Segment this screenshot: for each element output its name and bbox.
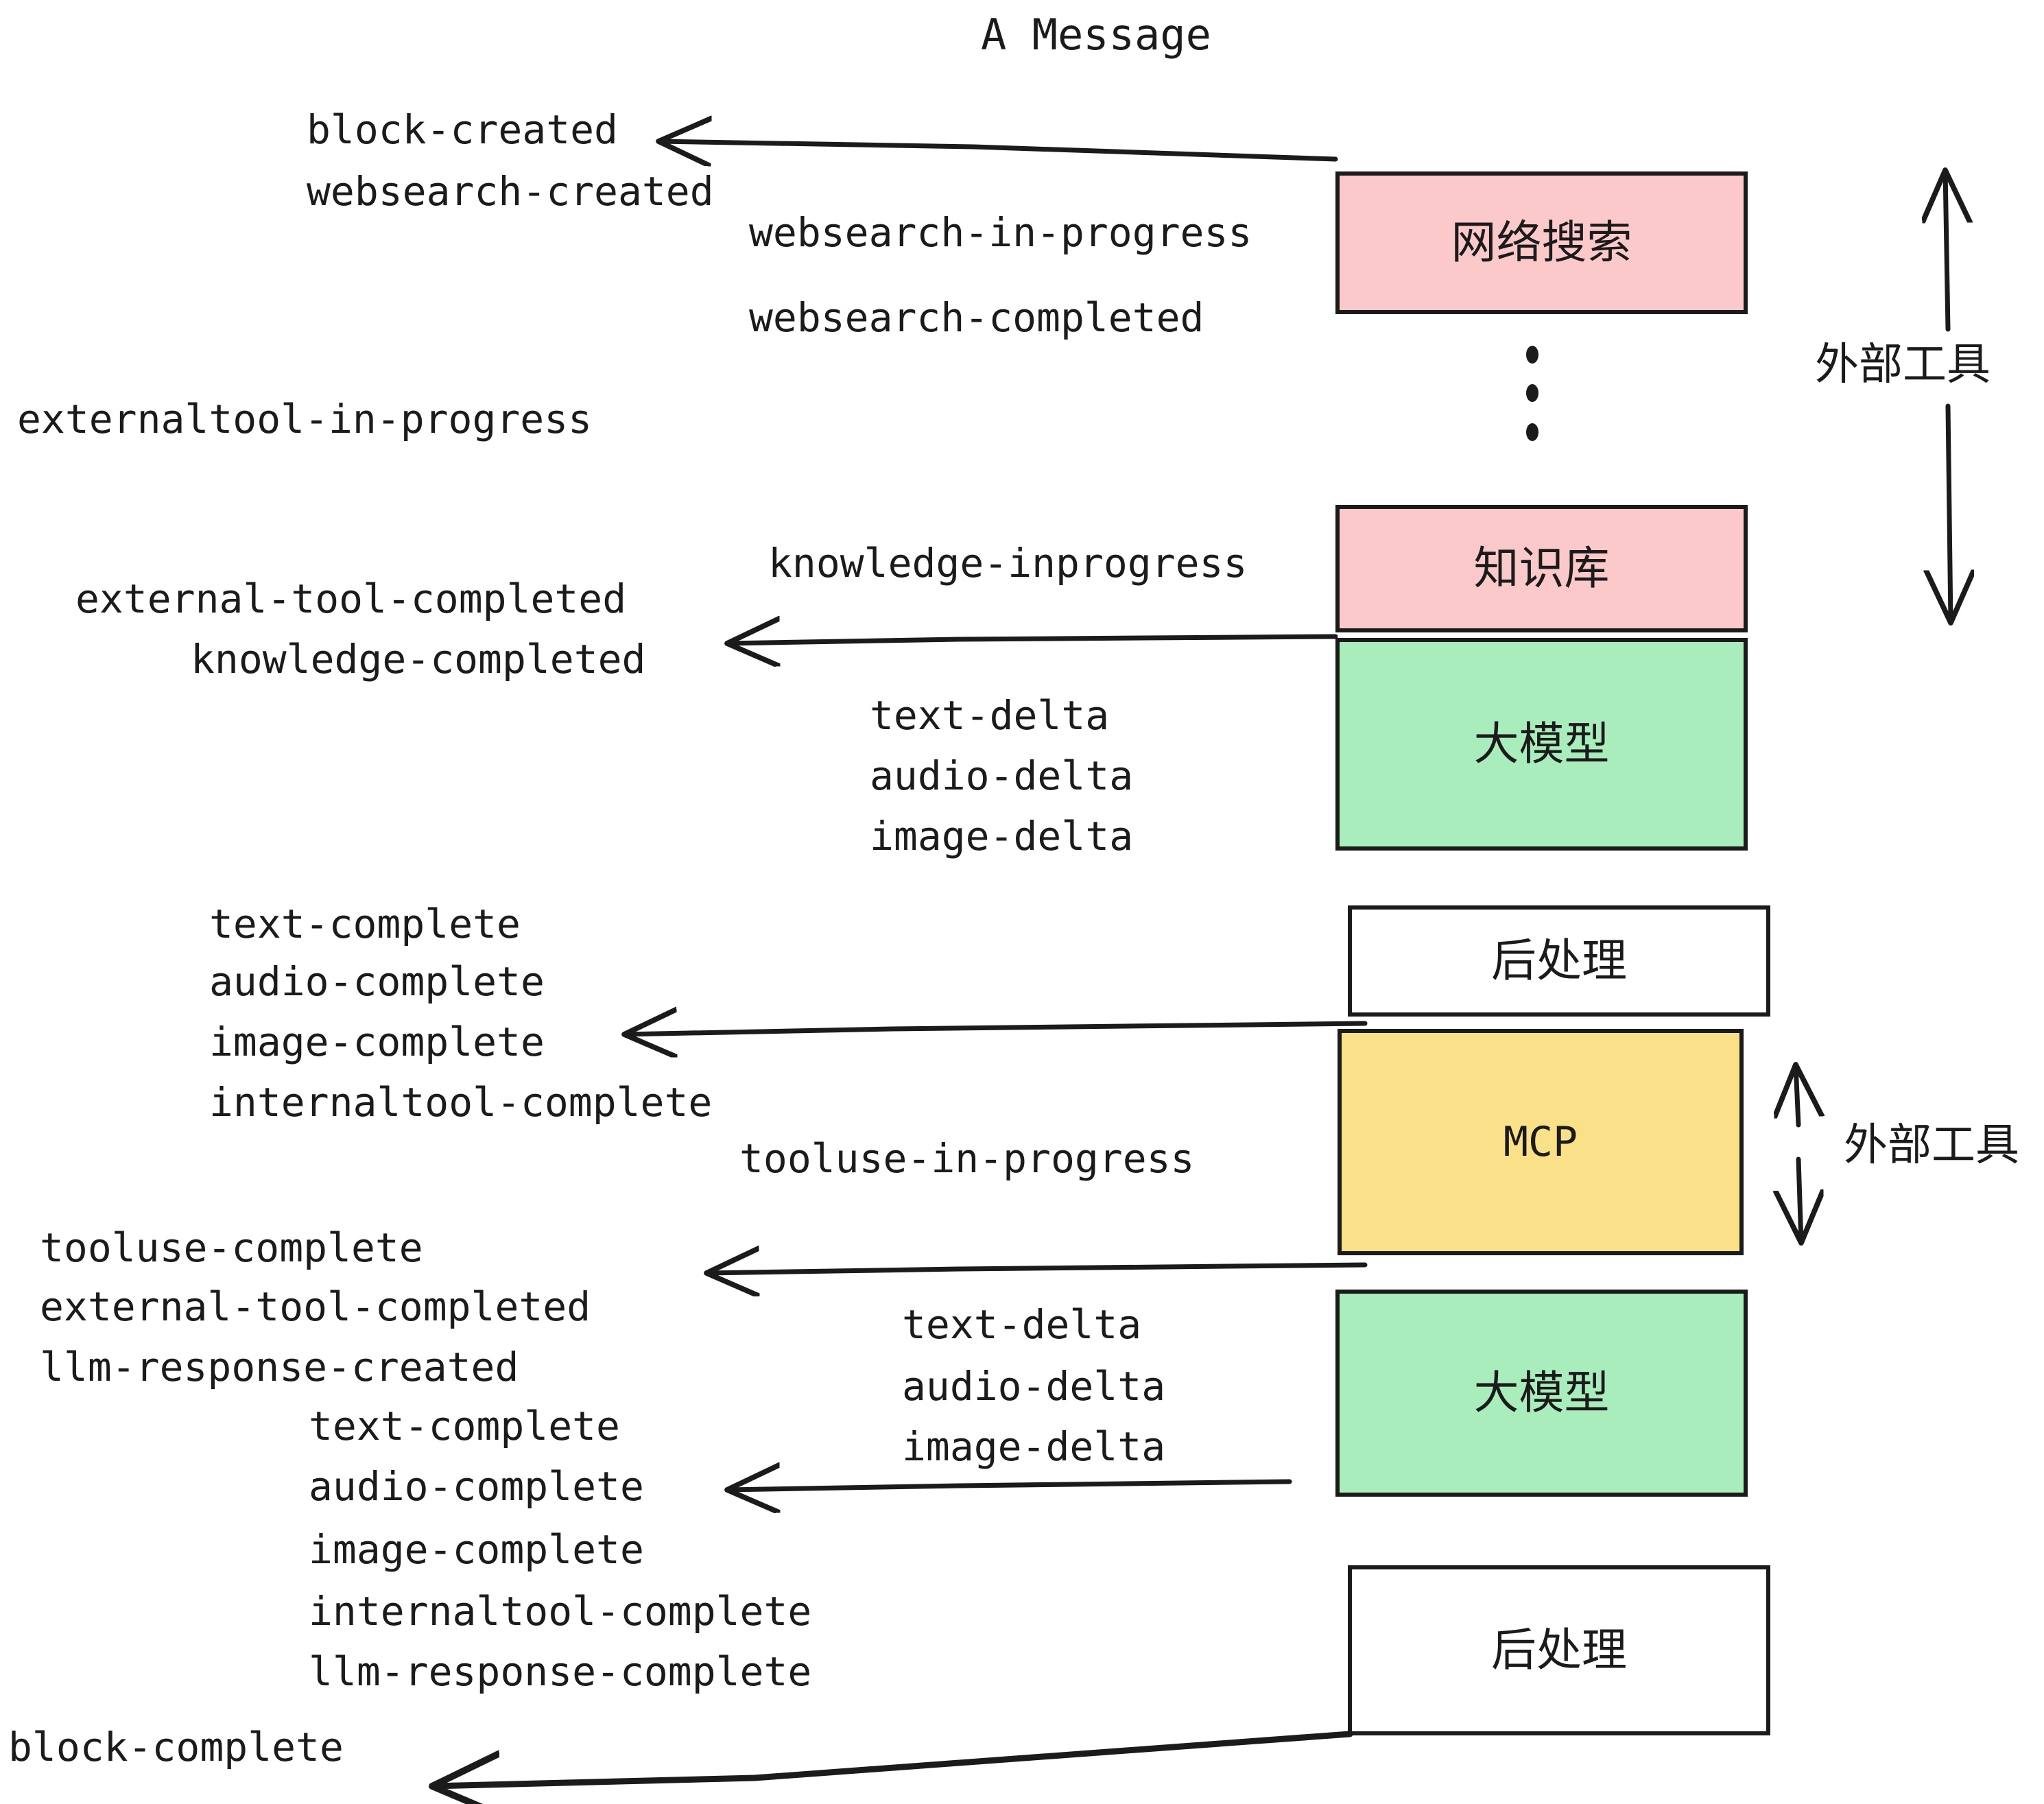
event-label-image-delta-1: image-delta	[870, 813, 1134, 859]
arrow-llm1-to-image-complete	[624, 1023, 1368, 1034]
external-tools-range-top	[1945, 170, 1951, 623]
arrow-mcp-to-tooluse-complete	[706, 1265, 1368, 1273]
external-tools-range-bottom	[1796, 1065, 1801, 1243]
event-label-llm-response-complete: llm-response-complete	[309, 1648, 812, 1695]
node-label: 后处理	[1491, 1624, 1627, 1676]
node-postprocess-2[interactable]: 后处理	[1348, 1565, 1770, 1735]
node-label: 知识库	[1473, 542, 1610, 595]
event-label-block-complete: block-complete	[8, 1724, 344, 1770]
node-label: 大模型	[1473, 717, 1610, 770]
event-label-websearch-in-progress: websearch-in-progress	[749, 209, 1252, 256]
event-label-external-tool-completed-1: external-tool-completed	[75, 575, 627, 622]
event-label-audio-delta-2: audio-delta	[902, 1363, 1166, 1410]
node-label: 大模型	[1473, 1366, 1610, 1419]
event-label-audio-complete-2: audio-complete	[309, 1463, 644, 1510]
event-label-internaltool-complete-2: internaltool-complete	[309, 1588, 812, 1635]
event-label-audio-delta-1: audio-delta	[870, 752, 1134, 799]
arrow-postprocess2-to-block-complete	[432, 1731, 1353, 1786]
event-label-external-tool-completed-2: external-tool-completed	[40, 1283, 591, 1330]
event-label-audio-complete-1: audio-complete	[209, 958, 545, 1005]
event-label-internaltool-complete-1: internaltool-complete	[209, 1079, 713, 1126]
event-label-image-complete-2: image-complete	[309, 1526, 644, 1573]
side-label-external-tools-bottom: 外部工具	[1844, 1120, 2019, 1171]
event-label-llm-response-created: llm-response-created	[40, 1344, 519, 1390]
node-label: 后处理	[1491, 934, 1627, 987]
node-label: MCP	[1503, 1118, 1578, 1166]
event-label-text-delta-1: text-delta	[870, 692, 1110, 739]
node-mcp[interactable]: MCP	[1338, 1029, 1744, 1255]
event-label-tooluse-complete: tooluse-complete	[40, 1224, 423, 1271]
event-label-text-delta-2: text-delta	[902, 1301, 1142, 1348]
side-label-external-tools-top: 外部工具	[1815, 340, 1990, 390]
event-label-block-created: block-created	[307, 106, 618, 153]
event-label-image-delta-2: image-delta	[902, 1423, 1166, 1470]
node-postprocess-1[interactable]: 后处理	[1348, 905, 1770, 1017]
event-label-image-complete-1: image-complete	[209, 1019, 545, 1065]
event-label-knowledge-completed: knowledge-completed	[191, 636, 646, 683]
node-llm-1[interactable]: 大模型	[1335, 638, 1748, 851]
page-title: A Message	[981, 10, 1211, 60]
node-llm-2[interactable]: 大模型	[1335, 1290, 1748, 1497]
arrow-llm2-to-audio-complete	[727, 1482, 1292, 1490]
event-label-websearch-completed: websearch-completed	[749, 294, 1204, 341]
node-knowledge[interactable]: 知识库	[1335, 505, 1748, 632]
event-label-tooluse-in-progress: tooluse-in-progress	[739, 1135, 1195, 1182]
arrow-knowledge-to-knowledge-completed	[727, 637, 1338, 643]
event-label-externaltool-in-progress: externaltool-in-progress	[17, 396, 593, 442]
event-label-text-complete-2: text-complete	[309, 1403, 620, 1449]
event-label-text-complete-1: text-complete	[209, 901, 521, 947]
event-label-knowledge-inprogress: knowledge-inprogress	[768, 540, 1248, 586]
ellipsis-dot-3	[1526, 423, 1538, 441]
ellipsis-dot-1	[1526, 346, 1538, 364]
ellipsis-dot-2	[1526, 384, 1538, 402]
node-websearch[interactable]: 网络搜索	[1335, 171, 1748, 314]
event-label-websearch-created: websearch-created	[307, 168, 714, 215]
node-label: 网络搜索	[1451, 216, 1632, 269]
arrow-websearch-to-block-created	[658, 141, 1338, 159]
